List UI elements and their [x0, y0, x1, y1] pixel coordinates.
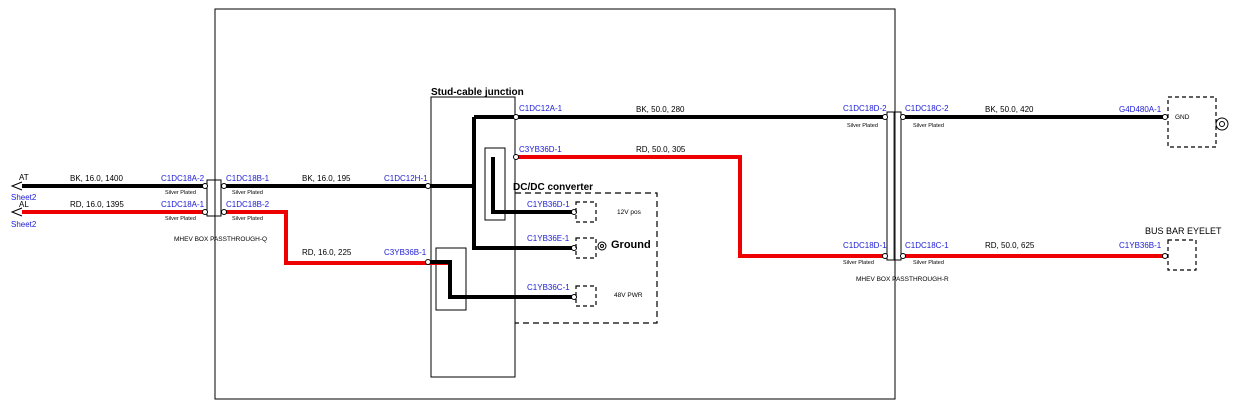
stud-junction-label: Stud-cable junction: [431, 87, 524, 98]
plating-a1: Silver Plated: [165, 216, 196, 222]
enclosure-box: [214, 8, 896, 400]
offpage-at-sheet[interactable]: Sheet2: [11, 193, 37, 202]
conn-c1yb36b1: C1YB36B-1: [1119, 241, 1162, 250]
terminal-48v-box: [575, 285, 597, 307]
conn-c3yb36b1: C3YB36B-1: [384, 248, 427, 257]
wire-spec-rd625: RD, 50.0, 625: [985, 241, 1035, 250]
gnd-terminal-box: [1167, 96, 1217, 148]
plating-d2: Silver Plated: [847, 123, 878, 129]
wire-48v-link: [428, 260, 574, 299]
pin-c1dc12h1: [425, 183, 431, 189]
wire-spec-al: RD, 16.0, 1395: [70, 200, 124, 209]
conn-c1dc18a1: C1DC18A-1: [161, 200, 205, 209]
conn-c1dc18d1: C1DC18D-1: [843, 241, 887, 250]
label-ground: Ground: [611, 239, 651, 251]
conn-c1yb36e1: C1YB36E-1: [527, 234, 570, 243]
passthrough-q-housing: [206, 179, 222, 217]
offpage-at-arrow-icon: [10, 181, 23, 191]
plating-c2: Silver Plated: [913, 123, 944, 129]
pin-c1dc18c2: [900, 114, 906, 120]
label-gnd: GND: [1175, 114, 1190, 121]
plating-d1: Silver Plated: [843, 260, 874, 266]
pin-c1dc18b1: [221, 183, 227, 189]
label-48v: 48V PWR: [614, 292, 643, 299]
plating-a2: Silver Plated: [165, 190, 196, 196]
pin-c1dc18d2: [882, 114, 888, 120]
stud-junction-box: [430, 96, 516, 378]
offpage-al-label: AL: [19, 200, 29, 209]
conn-c1yb36c1: C1YB36C-1: [527, 283, 570, 292]
pin-c1yb36b1: [1162, 253, 1168, 259]
stud-upper: [484, 147, 506, 221]
label-12v: 12V pos: [617, 209, 642, 216]
pin-c3yb36b1: [425, 259, 431, 265]
label-mhev-r: MHEV BOX PASSTHROUGH-R: [856, 276, 949, 283]
wire-rd-305: [514, 155, 885, 258]
terminal-ground-box: [575, 237, 597, 259]
pin-c1dc12a1: [513, 114, 519, 120]
gnd-symbol-icon: [1215, 117, 1229, 131]
conn-c1dc18a2: C1DC18A-2: [161, 174, 205, 183]
ground-symbol-icon: [597, 241, 607, 251]
conn-c1dc12h1: C1DC12H-1: [384, 174, 428, 183]
dcdc-label: DC/DC converter: [513, 182, 593, 193]
label-busbar: BUS BAR EYELET: [1145, 226, 1222, 236]
busbar-terminal-box: [1167, 239, 1197, 271]
pin-c1dc18a2: [202, 183, 208, 189]
offpage-at-label: AT: [19, 173, 29, 182]
wire-spec-at: BK, 16.0, 1400: [70, 174, 123, 183]
plating-b1: Silver Plated: [232, 190, 263, 196]
conn-g4d480a1: G4D480A-1: [1119, 105, 1162, 114]
pin-c1dc18c1: [900, 253, 906, 259]
offpage-al-sheet[interactable]: Sheet2: [11, 220, 37, 229]
conn-c1yb36d1: C1YB36D-1: [527, 200, 570, 209]
conn-c1dc18c2: C1DC18C-2: [905, 104, 949, 113]
conn-c3yb36d1: C3YB36D-1: [519, 145, 562, 154]
conn-c1dc18b2: C1DC18B-2: [226, 200, 270, 209]
wire-spec-rd225: RD, 16.0, 225: [302, 248, 352, 257]
conn-c1dc18b1: C1DC18B-1: [226, 174, 270, 183]
plating-b2: Silver Plated: [232, 216, 263, 222]
conn-c1dc18d2: C1DC18D-2: [843, 104, 887, 113]
wire-spec-bk420: BK, 50.0, 420: [985, 105, 1034, 114]
dcdc-converter-box: [515, 192, 658, 324]
stud-lower: [435, 247, 467, 311]
wire-spec-bk195: BK, 16.0, 195: [302, 174, 351, 183]
ground-symbol-inner-icon: [600, 244, 604, 248]
plating-c1: Silver Plated: [913, 260, 944, 266]
wire-12v-link: [491, 157, 574, 214]
pin-c3yb36d1: [513, 154, 519, 160]
pin-c1dc18d1: [882, 253, 888, 259]
pin-c1dc18a1: [202, 209, 208, 215]
label-mhev-q: MHEV BOX PASSTHROUGH-Q: [174, 236, 267, 243]
terminal-12v-box: [575, 201, 597, 223]
wire-spec-bk280: BK, 50.0, 280: [636, 105, 685, 114]
pin-c1dc18b2: [221, 209, 227, 215]
pin-c1yb36c1: [571, 294, 577, 300]
offpage-al-arrow-icon: [10, 207, 23, 217]
pin-g4d480a1: [1162, 114, 1168, 120]
conn-c1dc18c1: C1DC18C-1: [905, 241, 949, 250]
wire-junction-trunk: [472, 117, 574, 250]
conn-c1dc12a1: C1DC12A-1: [519, 104, 563, 113]
gnd-symbol-inner-icon: [1219, 121, 1225, 127]
wire-spec-rd305: RD, 50.0, 305: [636, 145, 686, 154]
